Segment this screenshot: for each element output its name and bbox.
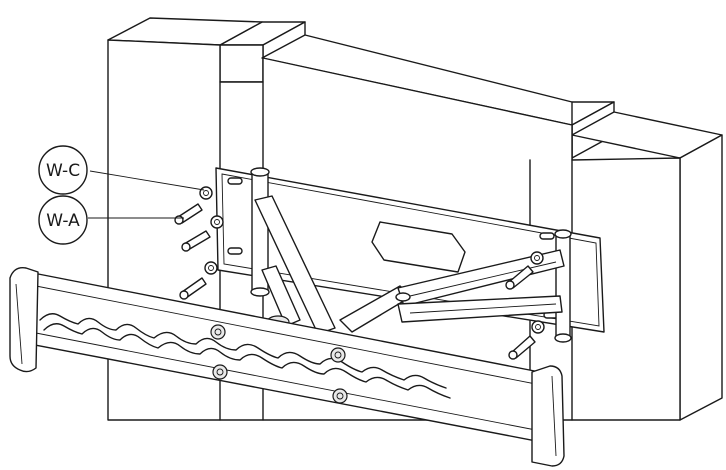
washer [199, 186, 213, 200]
bolt-head [505, 280, 515, 290]
bracket-hole-center [216, 368, 224, 376]
right-pivot-base [554, 333, 572, 343]
arm-joint [395, 292, 411, 302]
right-end-cap [531, 365, 565, 467]
washer-hole [214, 219, 220, 225]
tv-bracket-rail-edge [35, 285, 547, 387]
tv-bracket-rail-edge [35, 332, 547, 433]
bracket-hole-center [214, 328, 222, 336]
bolt-head [508, 350, 518, 360]
plate-slot [227, 177, 243, 185]
plate-slot [227, 247, 243, 255]
callout-wa-circle [38, 195, 88, 245]
wavy-slot-top [39, 313, 447, 389]
plate-slot [539, 232, 555, 240]
left-stud-front [219, 44, 264, 83]
bolt-head [174, 215, 184, 225]
right-pivot-column [555, 233, 571, 339]
bolt-head [181, 242, 191, 252]
callout-wa: W-A [38, 195, 184, 245]
left-arm-lower [261, 265, 301, 327]
plate-hex-cutout [371, 221, 466, 273]
callout-wc-leader [89, 170, 205, 191]
right-arm-detail [409, 303, 557, 314]
tv-bracket [9, 267, 565, 467]
washer [204, 261, 218, 275]
washer-hole [535, 324, 541, 330]
bracket-hole [210, 324, 226, 340]
washer [210, 215, 224, 229]
wall-plate-inner-edge [221, 173, 600, 327]
wavy-slot-bottom [43, 323, 451, 399]
washer-hole [534, 255, 540, 261]
washer-hole [208, 265, 214, 271]
callout-wc-label: W-C [46, 161, 80, 181]
bracket-hole [332, 388, 348, 404]
callout-wc-circle [38, 145, 88, 195]
right-end-cap-detail [551, 375, 557, 457]
bracket-hole-center [334, 351, 342, 359]
washer [531, 320, 545, 334]
right-arm-detail [409, 261, 557, 297]
bracket-hole [212, 364, 228, 380]
bolt-head [179, 290, 189, 300]
left-pivot-base [250, 287, 270, 297]
bracket-hole-center [336, 392, 344, 400]
left-pivot-cap [250, 167, 270, 177]
wall-right-side [679, 134, 723, 421]
left-arm-upper [254, 195, 336, 335]
callout-wc: W-C [38, 145, 205, 195]
left-end-cap [9, 267, 39, 373]
articulating-arms [254, 195, 565, 335]
bracket-hole [330, 347, 346, 363]
left-end-cap-detail [15, 283, 23, 365]
callout-wa-label: W-A [46, 211, 80, 231]
washer [530, 251, 544, 265]
washer-hole [203, 190, 209, 196]
right-pivot-cap [554, 229, 572, 239]
